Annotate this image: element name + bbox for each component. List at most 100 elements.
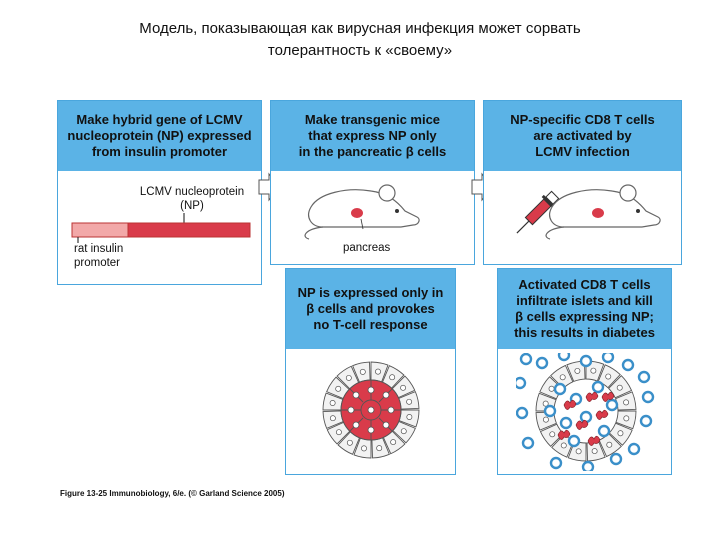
- cd8-t-cell: [535, 356, 549, 370]
- cell-nucleus: [616, 384, 623, 391]
- cd8-t-cell: [601, 353, 615, 364]
- cd8-t-cell: [519, 353, 533, 366]
- header-line: from insulin promoter: [91, 144, 228, 159]
- panel-hybrid-gene: Make hybrid gene of LCMV nucleoprotein (…: [57, 100, 262, 285]
- panel-transgenic-mice-header: Make transgenic mice that express NP onl…: [271, 101, 474, 171]
- header-line: Make hybrid gene of LCMV: [76, 112, 243, 127]
- dying-beta-cell: [595, 409, 609, 420]
- cd8-t-cell: [605, 398, 619, 412]
- cell-nucleus: [400, 428, 407, 435]
- cd8-t-cell: [621, 358, 635, 372]
- header-line: in the pancreatic β cells: [298, 144, 447, 159]
- dying-beta-cell: [585, 391, 599, 402]
- header-line: Make transgenic mice: [304, 112, 441, 127]
- cell-nucleus: [548, 385, 555, 392]
- panel-cd8-activation-header: NP-specific CD8 T cells are activated by…: [484, 101, 681, 171]
- cell-nucleus: [575, 448, 582, 455]
- panel-diabetes-header: Activated CD8 T cells infiltrate islets …: [498, 269, 671, 349]
- promoter-label-line1: rat insulin: [74, 243, 124, 255]
- np-label-line2: (NP): [180, 200, 204, 212]
- cell-nucleus: [574, 367, 581, 374]
- promoter-label: rat insulin promoter: [74, 242, 123, 270]
- syringe-icon: [516, 190, 560, 234]
- cd8-t-cell: [641, 390, 655, 404]
- islet-icon: [322, 361, 420, 459]
- cell-nucleus: [560, 442, 567, 449]
- header-line: infiltrate islets and kill: [516, 293, 653, 308]
- header-line: this results in diabetes: [514, 325, 655, 340]
- header-line: NP-specific CD8 T cells: [510, 112, 655, 127]
- dying-beta-cell: [557, 429, 571, 440]
- cell-nucleus: [406, 398, 413, 405]
- cell-nucleus: [542, 400, 549, 407]
- cd8-t-cell: [591, 380, 605, 394]
- cell-nucleus: [623, 415, 630, 422]
- cell-nucleus: [542, 416, 549, 423]
- panel-cd8-activation: NP-specific CD8 T cells are activated by…: [483, 100, 682, 265]
- header-line: are activated by: [533, 128, 632, 143]
- cell-nucleus: [406, 414, 413, 420]
- cell-nucleus: [329, 415, 336, 422]
- cell-nucleus: [390, 439, 397, 446]
- header-line: β cells expressing NP;: [515, 309, 654, 324]
- dying-beta-cell: [575, 419, 589, 430]
- cd8-t-cell: [549, 456, 563, 470]
- cell-nucleus: [606, 441, 613, 448]
- cell-nucleus: [335, 429, 342, 436]
- cd8-t-cell: [579, 354, 593, 368]
- dying-beta-cell: [587, 435, 601, 446]
- cell-nucleus: [345, 374, 352, 381]
- cell-nucleus: [346, 439, 353, 446]
- cd8-t-cell: [516, 406, 529, 420]
- np-label-line1: LCMV nucleoprotein: [139, 186, 245, 198]
- cd8-t-cell: [597, 424, 611, 438]
- cd8-t-cell: [639, 414, 653, 428]
- cell-nucleus: [335, 385, 342, 392]
- cell-nucleus: [591, 448, 598, 455]
- mouse-icon: [545, 184, 661, 240]
- header-line: Activated CD8 T cells: [518, 277, 651, 292]
- cd8-t-cell: [516, 376, 527, 390]
- np-segment: [127, 222, 251, 238]
- cd8-t-cell: [567, 434, 581, 448]
- cell-nucleus: [590, 367, 597, 374]
- slide-title-line2: толерантность к «своему»: [267, 42, 453, 59]
- cell-nucleus: [400, 384, 407, 391]
- figure-caption: Figure 13-25 Immunobiology, 6/e. (© Garl…: [60, 489, 285, 498]
- promoter-segment: [71, 222, 129, 238]
- infiltrated-islet-icon: [516, 353, 655, 471]
- figure-frame: Make hybrid gene of LCMV nucleoprotein (…: [57, 100, 682, 475]
- cell-nucleus: [389, 374, 396, 381]
- header-line: no T-cell response: [313, 317, 428, 332]
- cell-nucleus: [605, 373, 612, 380]
- dying-beta-cell: [601, 391, 615, 402]
- dying-beta-cell: [563, 399, 577, 410]
- mouse-icon: [304, 184, 420, 240]
- cd8-t-cell: [609, 452, 623, 466]
- panel-np-expression: NP is expressed only in β cells and prov…: [285, 268, 456, 475]
- cell-nucleus: [375, 368, 381, 375]
- cd8-t-cell: [559, 416, 573, 430]
- promoter-label-line2: promoter: [74, 257, 121, 269]
- gene-construct: [71, 213, 251, 243]
- header-line: β cells and provokes: [306, 301, 435, 316]
- cell-nucleus: [376, 445, 383, 452]
- cell-nucleus: [329, 400, 336, 406]
- cd8-t-cell: [581, 460, 595, 471]
- cd8-t-cell: [521, 436, 535, 450]
- cell-nucleus: [623, 399, 630, 406]
- pancreas-mark: [351, 208, 363, 218]
- header-line: nucleoprotein (NP) expressed: [67, 128, 252, 143]
- cell-nucleus: [549, 431, 556, 438]
- cell-nucleus: [361, 445, 367, 452]
- header-line: NP is expressed only in: [297, 285, 444, 300]
- pancreas-label: pancreas: [343, 242, 391, 254]
- cell-nucleus: [617, 430, 624, 437]
- panel-hybrid-gene-header: Make hybrid gene of LCMV nucleoprotein (…: [58, 101, 261, 171]
- header-line: LCMV infection: [535, 144, 630, 159]
- slide-title: Модель, показывающая как вирусная инфекц…: [60, 18, 660, 62]
- panel-diabetes: Activated CD8 T cells infiltrate islets …: [497, 268, 672, 475]
- cell-nucleus: [359, 368, 366, 375]
- slide-title-line1: Модель, показывающая как вирусная инфекц…: [139, 20, 581, 37]
- cell-nucleus: [559, 374, 566, 381]
